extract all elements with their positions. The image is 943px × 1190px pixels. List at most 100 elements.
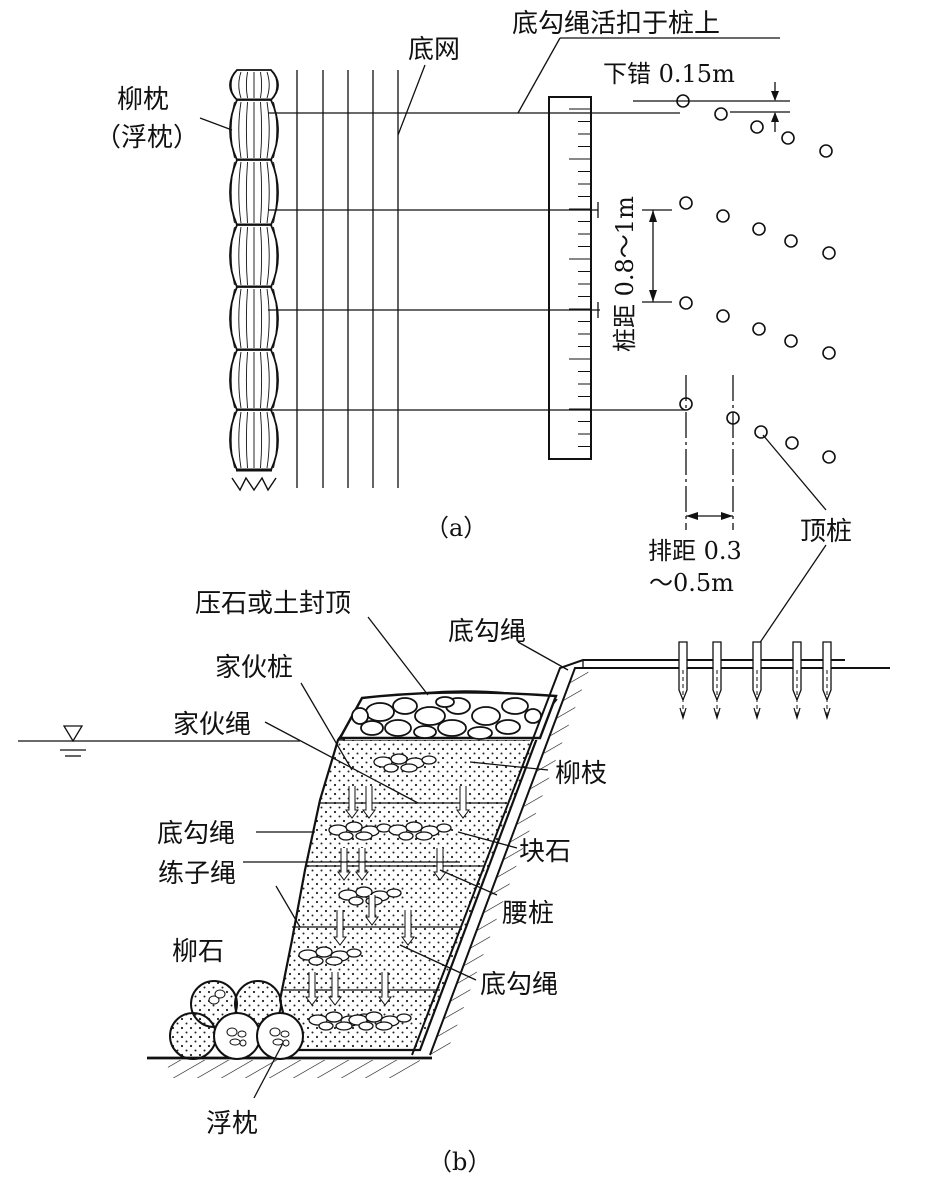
cap-stone [437, 719, 467, 737]
label-block-stone: 块石 [519, 837, 571, 867]
cap-stone [467, 726, 493, 740]
cap-stone [495, 719, 521, 735]
pile-dot [781, 131, 795, 145]
pile-dot [822, 346, 836, 360]
label-pile-spacing: 桩距 0.8～1m [611, 196, 639, 352]
pile-dot [716, 309, 730, 323]
label-waist-pile: 腰桩 [502, 899, 554, 929]
block-stone [355, 886, 373, 898]
waist-pile [365, 895, 379, 926]
top-pile [792, 641, 802, 721]
top-pile [822, 641, 832, 721]
block-stone [318, 1021, 334, 1031]
pile-dot [752, 322, 766, 336]
caption-a: （a） [425, 514, 487, 542]
top-pile [678, 641, 688, 721]
pile-dot [754, 425, 768, 439]
willow-stone-pillow [169, 1012, 217, 1060]
pile-dot [679, 296, 693, 310]
label-willow-pillow: 柳枕 [117, 85, 169, 115]
offset-dimension [633, 82, 790, 132]
label-lianzi-rope: 练子绳 [158, 859, 236, 889]
cap-stone [501, 697, 529, 715]
scale-bar [548, 96, 592, 460]
block-stone [415, 831, 433, 841]
block-stone [346, 948, 362, 958]
block-stone [348, 896, 364, 906]
waist-pile [456, 786, 470, 819]
cap-stone [392, 697, 418, 715]
row-spacing-dimension [685, 375, 734, 530]
cap-stone [414, 706, 446, 726]
block-stone [390, 753, 408, 765]
block-stone [345, 821, 363, 833]
block-stone [308, 956, 324, 966]
panel-b: 压石或土封顶 底勾绳 家伙桩 家伙绳 柳枝 底勾绳 块石 练子绳 腰桩 柳石 底… [18, 589, 890, 1176]
pile-dot [784, 334, 798, 348]
cap-stone [413, 725, 437, 739]
pile-dot [750, 120, 764, 134]
block-stone [398, 831, 414, 841]
label-row-spacing-2: ～0.5m [649, 569, 734, 597]
cap-stone [384, 719, 412, 737]
label-floating-pillow-b: 浮枕 [206, 1109, 258, 1139]
block-stone [355, 831, 373, 841]
hook-ropes-a [268, 112, 685, 411]
waist-pile [345, 786, 359, 819]
block-stone [436, 823, 452, 833]
waist-piles [305, 786, 470, 1006]
willow-pillow-chain [229, 69, 279, 492]
water-level-symbol [18, 725, 300, 757]
cap-stones [337, 690, 558, 740]
block-stone [365, 1011, 383, 1023]
label-hook-rope-tied: 底勾绳活扣于桩上 [512, 9, 720, 39]
top-piles-b [678, 641, 832, 721]
waist-pile [333, 910, 347, 946]
label-bottom-net: 底网 [408, 35, 460, 65]
waist-pile [401, 910, 415, 946]
block-stone [325, 956, 343, 966]
pile-dot [819, 144, 833, 158]
pile-dot [822, 450, 836, 464]
block-stone [421, 755, 437, 765]
panel-a: 柳枕 （浮枕） 底网 底勾绳活扣于桩上 下错 0.15m 桩距 0.8～1m 排… [95, 9, 852, 648]
block-stone [338, 831, 354, 841]
label-row-spacing-1: 排距 0.3 [648, 537, 742, 565]
willow-stone-pillows [169, 980, 304, 1060]
pile-dot [679, 196, 693, 210]
label-top-pile: 顶桩 [800, 517, 852, 547]
label-willow-stone: 柳石 [172, 937, 224, 967]
waist-pile [328, 972, 342, 1006]
caption-b: （b） [428, 1148, 491, 1176]
label-floating-pillow-a: （浮枕） [95, 123, 199, 153]
label-cap: 压石或土封顶 [195, 589, 351, 619]
cap-stone [524, 708, 542, 724]
waist-pile [378, 972, 392, 1006]
willow-stone-pillow [256, 1012, 304, 1060]
label-hook-rope-top: 底勾绳 [448, 617, 526, 647]
block-stone [375, 1021, 393, 1031]
bottom-net-lines [296, 70, 399, 488]
top-pile [752, 641, 762, 721]
pile-dot [784, 234, 798, 248]
label-jiahuo-rope: 家伙绳 [173, 710, 251, 740]
cap-stone [435, 696, 455, 708]
pile-spacing-dimension [642, 209, 672, 303]
label-hook-rope-left: 底勾绳 [157, 819, 235, 849]
block-stone [325, 1011, 343, 1023]
label-willow-branch: 柳枝 [555, 759, 607, 789]
pile-dots [676, 94, 836, 464]
cap-stone [351, 707, 369, 725]
waist-pile [355, 848, 369, 881]
block-stone [358, 1021, 374, 1031]
waist-pile [337, 848, 351, 881]
block-stone [315, 946, 333, 958]
block-stone [405, 821, 423, 833]
willow-stone-pillow [213, 1012, 261, 1060]
cap-stone [365, 702, 395, 722]
pile-dot [752, 222, 766, 236]
cap-stone [471, 706, 501, 726]
pile-dot [822, 246, 836, 260]
label-offset: 下错 0.15m [603, 60, 735, 88]
